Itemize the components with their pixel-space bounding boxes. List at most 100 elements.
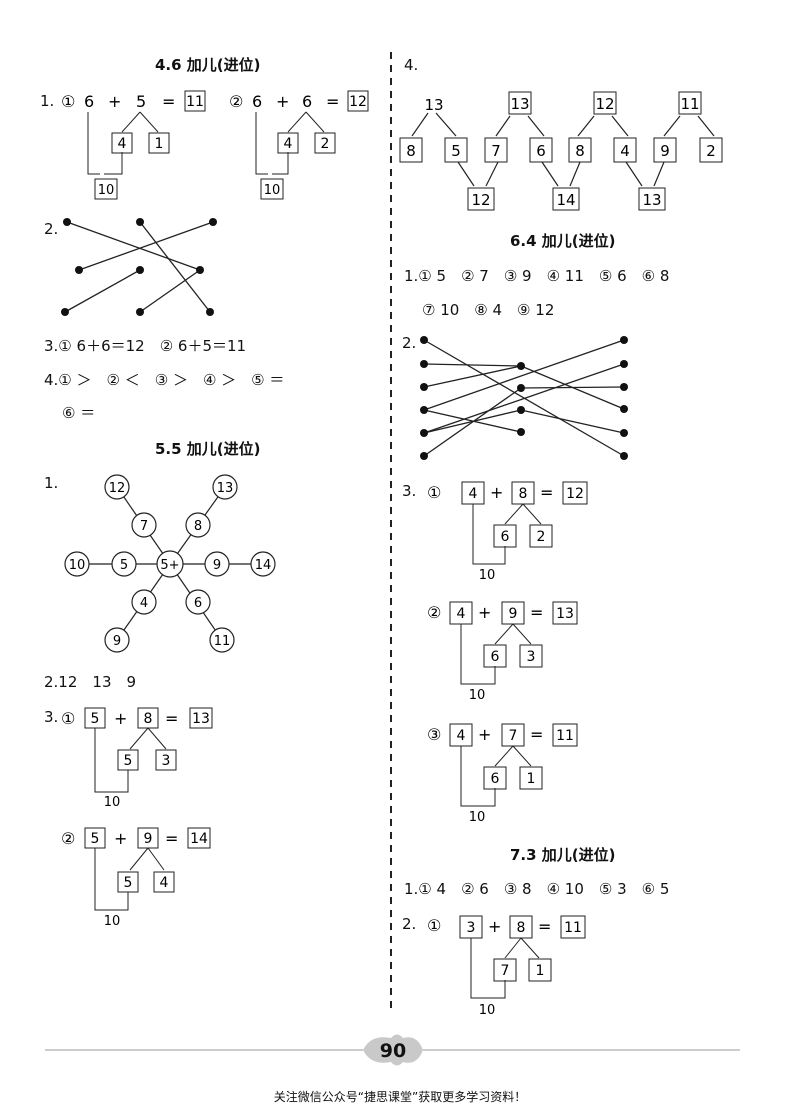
equals-sign: =	[530, 603, 543, 622]
split-box	[277, 132, 299, 154]
tree-top-value: 11	[680, 95, 699, 113]
tree-top-value: 13	[424, 96, 443, 114]
split-line	[504, 937, 522, 959]
answer-box	[562, 481, 588, 505]
equals-sign: =	[326, 92, 339, 111]
answer: 11	[564, 920, 582, 936]
addend-a: 6	[252, 92, 262, 111]
answer-line: 1.① 4 ② 6 ③ 8 ④ 10 ⑤ 3 ⑥ 5	[404, 880, 670, 898]
section-title-7-3: 7.3 加儿(进位)	[510, 846, 616, 864]
question-label: 2.	[402, 915, 417, 933]
make-ten-diagram: ③ 4 + 7 = 11 6 1 10	[427, 723, 578, 825]
plus-sign: +	[114, 829, 127, 848]
addend-a: 4	[469, 486, 478, 502]
tree-bottom-value: 13	[642, 191, 661, 209]
circle-number: ②	[427, 603, 441, 622]
split-box	[117, 871, 139, 893]
answer: 13	[192, 711, 210, 727]
split-line	[139, 111, 159, 133]
tree-middle-value: 5	[451, 142, 461, 160]
split-box	[519, 766, 543, 790]
answer: 11	[186, 94, 204, 110]
split-value: 2	[321, 136, 330, 152]
addend-b: 8	[519, 486, 528, 502]
split-box	[153, 871, 175, 893]
matching-diagram	[61, 218, 217, 316]
tree-middle-value: 6	[536, 142, 546, 160]
addend-a: 4	[457, 606, 466, 622]
plus-sign: +	[478, 603, 491, 622]
addend-b: 9	[144, 831, 153, 847]
tree-bottom-value: 14	[556, 191, 575, 209]
answer-box	[552, 601, 578, 625]
split-value: 4	[284, 136, 293, 152]
answer-box	[347, 90, 369, 112]
split-value: 5	[124, 753, 133, 769]
split-value: 6	[491, 771, 500, 787]
tree-middle-value: 8	[406, 142, 416, 160]
split-value: 6	[501, 529, 510, 545]
answer-line: 4.① ＞ ② ＜ ③ ＞ ④ ＞ ⑤ ＝	[44, 371, 285, 389]
answer-box	[552, 723, 578, 747]
connector-line	[94, 848, 110, 911]
answer-box	[187, 827, 211, 849]
addend-b: 9	[509, 606, 518, 622]
make-ten-diagram: ① 4 + 8 = 12 6 2 10	[427, 481, 588, 583]
inner-node: 8	[194, 519, 202, 534]
split-line	[494, 623, 514, 645]
addend-b: 7	[509, 728, 518, 744]
equals-sign: =	[165, 829, 178, 848]
make-ten-value: 10	[469, 810, 486, 825]
question-label: 1.	[40, 92, 55, 110]
plus-sign: +	[490, 483, 503, 502]
split-line	[129, 847, 149, 871]
connector-line	[460, 624, 477, 685]
page-number-banner: 90	[45, 1034, 740, 1066]
circle-number: ②	[229, 92, 243, 111]
footer-note: 关注微信公众号“捷思课堂”获取更多学习资料！	[273, 1090, 527, 1104]
connector-line	[110, 770, 129, 793]
split-line	[147, 727, 167, 750]
connector-line	[487, 980, 506, 999]
outer-node: 13	[217, 481, 234, 496]
split-box	[314, 132, 336, 154]
outer-node: 14	[255, 558, 272, 573]
split-value: 2	[537, 529, 546, 545]
split-box	[117, 749, 139, 771]
answer-line: 1.① 5 ② 7 ③ 9 ④ 11 ⑤ 6 ⑥ 8	[404, 267, 670, 285]
circle-number: ①	[427, 483, 441, 502]
matching-diagram	[420, 336, 628, 460]
split-line	[504, 503, 524, 525]
star-diagram: 5+ 7 8 9 6 4 5 12 13 14 11 9 10	[64, 474, 276, 653]
addend-b: 8	[144, 711, 153, 727]
make-ten-diagram: ② 4 + 9 = 13 6 3 10	[427, 601, 578, 703]
tree-middle-value: 2	[706, 142, 716, 160]
connector-line	[470, 938, 487, 999]
connector-line	[255, 112, 268, 175]
make-ten-diagram: ① 3 + 8 = 11 7 1 10	[427, 915, 586, 1018]
make-ten-diagram: ② 5 + 9 = 14 5 4 10	[61, 827, 211, 929]
split-box	[529, 524, 553, 548]
split-value: 6	[491, 649, 500, 665]
split-box	[155, 749, 177, 771]
tree-middle-value: 4	[620, 142, 630, 160]
split-box	[483, 644, 507, 668]
plus-sign: +	[108, 92, 121, 111]
tree-middle-value: 9	[660, 142, 670, 160]
addend-a: 3	[467, 920, 476, 936]
split-value: 5	[124, 875, 133, 891]
split-value: 1	[536, 963, 545, 979]
split-line	[287, 111, 307, 133]
make-ten-box	[94, 178, 118, 200]
split-line	[129, 727, 149, 750]
inner-node: 9	[213, 558, 221, 573]
page-number: 90	[380, 1040, 406, 1062]
tree-middle-value: 8	[575, 142, 585, 160]
addend-a: 5	[91, 711, 100, 727]
addend-a: 6	[84, 92, 94, 111]
split-line	[305, 111, 325, 133]
split-line	[121, 111, 141, 133]
addend-a: 4	[457, 728, 466, 744]
split-box	[493, 524, 517, 548]
answer-box	[184, 90, 206, 112]
